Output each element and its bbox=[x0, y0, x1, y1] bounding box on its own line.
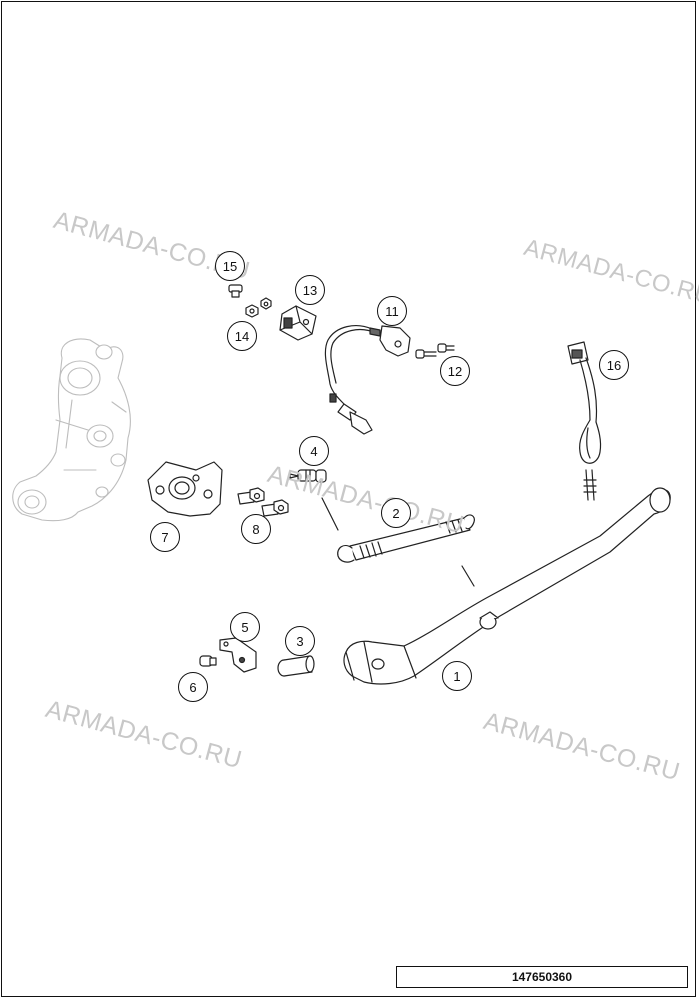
screw-12-drawing bbox=[415, 343, 455, 359]
callout-1: 1 bbox=[442, 661, 472, 691]
callout-15: 15 bbox=[215, 251, 245, 281]
callout-4: 4 bbox=[299, 436, 329, 466]
leader-line-2 bbox=[461, 565, 475, 587]
switch-13-drawing bbox=[279, 305, 317, 341]
callout-8: 8 bbox=[241, 514, 271, 544]
bolt-4-drawing bbox=[289, 469, 327, 483]
plate-7-drawing bbox=[147, 461, 223, 517]
callout-11: 11 bbox=[377, 296, 407, 326]
callout-13: 13 bbox=[295, 275, 325, 305]
frame-bracket-outline bbox=[12, 338, 131, 522]
bolt-15-drawing bbox=[228, 284, 243, 298]
callout-6: 6 bbox=[178, 672, 208, 702]
callout-5: 5 bbox=[230, 612, 260, 642]
callout-16: 16 bbox=[599, 350, 629, 380]
callout-7: 7 bbox=[150, 522, 180, 552]
part-number-box: 147650360 bbox=[396, 966, 688, 988]
side-stand-1-drawing bbox=[343, 487, 671, 685]
bushing-3-drawing bbox=[277, 655, 315, 677]
screw-8-drawing bbox=[237, 487, 289, 517]
nut-14-drawing bbox=[245, 297, 272, 318]
leader-line-4 bbox=[321, 497, 339, 531]
callout-2: 2 bbox=[381, 498, 411, 528]
bracket-5-drawing bbox=[219, 637, 257, 673]
bolt-6-drawing bbox=[199, 655, 217, 667]
cable-strap-16-drawing bbox=[567, 341, 602, 501]
sensor-cable-11-drawing bbox=[324, 325, 411, 435]
callout-14: 14 bbox=[227, 321, 257, 351]
spring-2-drawing bbox=[337, 514, 475, 563]
callout-3: 3 bbox=[285, 626, 315, 656]
callout-12: 12 bbox=[440, 356, 470, 386]
